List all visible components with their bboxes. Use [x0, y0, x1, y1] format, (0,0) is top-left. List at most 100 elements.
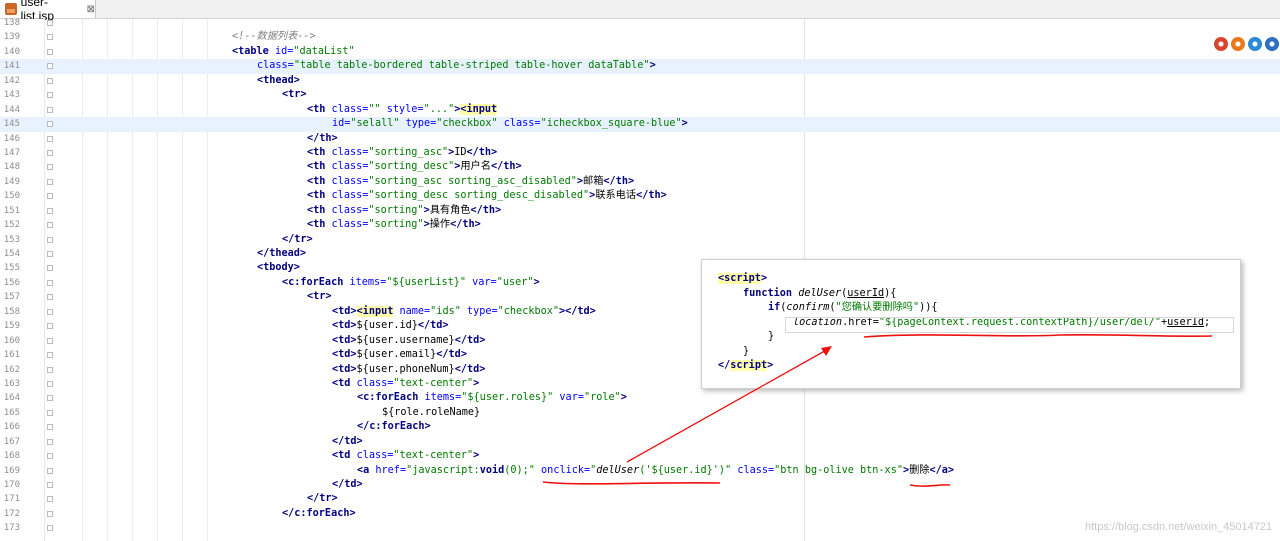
code-line[interactable]: 148<th class="sorting_desc">用户名</th> [0, 160, 1280, 174]
code-text: </td> [332, 435, 363, 447]
fold-marker-icon[interactable] [47, 63, 53, 70]
code-line[interactable]: 151<th class="sorting">具有角色</th> [0, 204, 1280, 218]
fold-marker-icon[interactable] [47, 236, 53, 243]
fold-marker-icon[interactable] [47, 135, 53, 142]
code-line[interactable]: 160<td>${user.username}</td> [0, 334, 1280, 348]
code-line[interactable]: 153 </tr> [0, 233, 1280, 247]
code-line[interactable]: 144<th class="" style="..."><input [0, 103, 1280, 117]
safari-icon[interactable] [1248, 37, 1262, 51]
fold-marker-icon[interactable] [47, 424, 53, 431]
code-text: <th class="sorting">操作</th> [307, 219, 481, 231]
fold-marker-icon[interactable] [47, 92, 53, 99]
fold-marker-icon[interactable] [47, 380, 53, 387]
fold-marker-icon[interactable] [47, 279, 53, 286]
firefox-icon[interactable] [1231, 37, 1245, 51]
code-line[interactable]: 169<a href="javascript:void(0);" onclick… [0, 464, 1280, 478]
code-line[interactable]: 143<tr> [0, 88, 1280, 102]
code-line[interactable]: 150<th class="sorting_desc sorting_desc_… [0, 189, 1280, 203]
code-text: </td> [332, 479, 363, 490]
code-line[interactable]: 147<th class="sorting_asc">ID</th> [0, 146, 1280, 160]
line-number: 160 [3, 335, 20, 346]
fold-marker-icon[interactable] [47, 34, 53, 41]
code-line[interactable]: 158<td><input name="ids" type="checkbox"… [0, 305, 1280, 319]
fold-marker-icon[interactable] [47, 467, 53, 474]
indent-guide [182, 19, 183, 541]
fold-marker-icon[interactable] [47, 308, 53, 315]
fold-marker-icon[interactable] [47, 409, 53, 416]
code-line[interactable]: 146</th> [0, 132, 1280, 146]
fold-marker-icon[interactable] [47, 251, 53, 257]
code-line[interactable]: 163<td class="text-center"> [0, 377, 1280, 391]
code-line[interactable]: 168<td class="text-center"> [0, 449, 1280, 463]
fold-marker-icon[interactable] [47, 265, 53, 272]
code-text: <tbody> [257, 262, 300, 274]
fold-marker-icon[interactable] [47, 178, 53, 185]
code-line[interactable]: 164<c:forEach items="${user.roles}" var=… [0, 391, 1280, 405]
chrome-icon[interactable] [1214, 37, 1228, 51]
code-line[interactable]: 159<td>${user.id}</td> [0, 319, 1280, 333]
fold-marker-icon[interactable] [47, 294, 53, 301]
code-text: </tr> [307, 493, 338, 505]
code-line[interactable]: 173 [0, 521, 1280, 535]
fold-marker-icon[interactable] [47, 164, 53, 171]
code-line[interactable]: 142<thead> [0, 74, 1280, 88]
fold-marker-icon[interactable] [47, 395, 53, 402]
code-line[interactable]: 172</c:forEach> [0, 507, 1280, 521]
fold-marker-icon[interactable] [47, 323, 53, 330]
fold-marker-icon[interactable] [47, 510, 53, 517]
fold-marker-icon[interactable] [47, 48, 53, 55]
fold-marker-icon[interactable] [47, 207, 53, 214]
code-text: </c:forEach> [282, 507, 356, 519]
code-line[interactable]: 138 [0, 16, 1280, 30]
fold-marker-icon[interactable] [47, 337, 53, 344]
fold-marker-icon[interactable] [47, 352, 53, 359]
code-text: </tr> [282, 233, 313, 245]
code-line[interactable]: 157<tr> [0, 290, 1280, 304]
fold-marker-icon[interactable] [47, 149, 53, 156]
annotation-underline [863, 333, 1213, 338]
close-icon[interactable]: ⊠ [86, 3, 95, 15]
fold-marker-icon[interactable] [47, 366, 53, 373]
line-number: 167 [3, 436, 20, 447]
indent-guide [107, 19, 108, 541]
fold-marker-icon[interactable] [47, 20, 53, 26]
indent-guide [157, 19, 158, 541]
code-line[interactable]: 155<tbody> [0, 261, 1280, 275]
code-line[interactable]: 165${role.roleName} [0, 406, 1280, 420]
code-text: <th class="sorting_asc sorting_asc_disab… [307, 175, 635, 187]
code-line[interactable]: 149<th class="sorting_asc sorting_asc_di… [0, 175, 1280, 189]
ie-icon[interactable] [1265, 37, 1279, 51]
annotation-underline [909, 484, 951, 487]
code-text: <td>${user.email}</td> [332, 349, 467, 361]
code-line[interactable]: 167 </td> [0, 435, 1280, 449]
code-line[interactable]: 152<th class="sorting">操作</th> [0, 218, 1280, 232]
code-line[interactable]: 161 <td>${user.email}</td> [0, 348, 1280, 362]
fold-marker-icon[interactable] [47, 438, 53, 445]
line-number: 164 [3, 393, 20, 404]
code-line[interactable]: 166</c:forEach> [0, 420, 1280, 434]
fold-marker-icon[interactable] [47, 453, 53, 460]
code-line[interactable]: 140<table id="dataList" [0, 45, 1280, 59]
line-number: 153 [3, 234, 20, 245]
fold-marker-icon[interactable] [47, 482, 53, 488]
fold-marker-icon[interactable] [47, 121, 53, 128]
fold-marker-icon[interactable] [47, 496, 53, 503]
fold-marker-icon[interactable] [47, 77, 53, 84]
code-text: <c:forEach items="${userList}" var="user… [282, 276, 540, 288]
line-number: 161 [3, 350, 20, 361]
fold-marker-icon[interactable] [47, 193, 53, 200]
code-line[interactable]: 139<!--数据列表--> [0, 30, 1280, 44]
code-line[interactable]: 154</thead> [0, 247, 1280, 261]
line-number: 156 [3, 277, 20, 288]
fold-marker-icon[interactable] [47, 525, 53, 532]
fold-marker-icon[interactable] [47, 106, 53, 113]
code-line[interactable]: 170</td> [0, 478, 1280, 492]
code-line[interactable]: 162<td>${user.phoneNum}</td> [0, 363, 1280, 377]
code-text: ${role.roleName} [382, 406, 481, 418]
code-line[interactable]: 171</tr> [0, 492, 1280, 506]
fold-marker-icon[interactable] [47, 222, 53, 229]
code-line[interactable]: 156 <c:forEach items="${userList}" var="u… [0, 276, 1280, 290]
